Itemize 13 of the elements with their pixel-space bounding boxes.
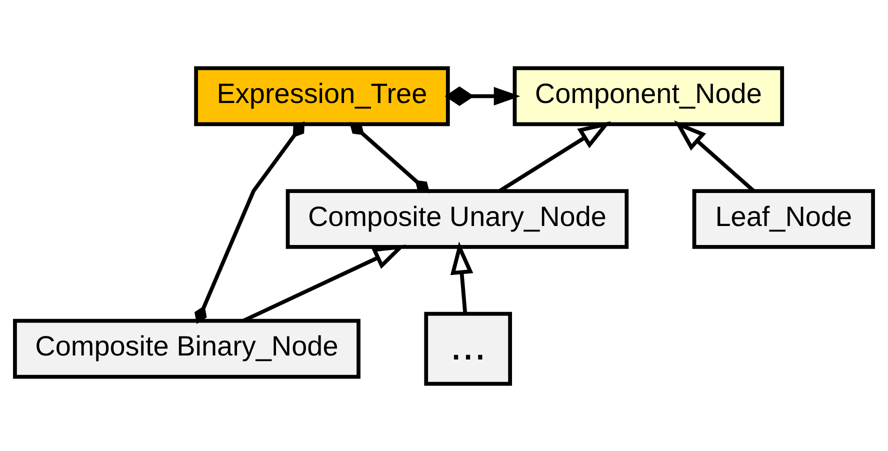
arrow bbox=[444, 86, 520, 106]
arrow bbox=[450, 241, 474, 314]
node-box: Composite Unary_Node bbox=[286, 188, 629, 248]
node-box: Leaf_Node bbox=[692, 188, 875, 248]
connector bbox=[349, 122, 430, 193]
arrow bbox=[674, 120, 756, 192]
node-box: ... bbox=[424, 311, 512, 386]
node-box: Composite Binary_Node bbox=[13, 318, 360, 378]
connector bbox=[194, 120, 305, 324]
node-box: Expression_Tree bbox=[194, 66, 450, 126]
arrow bbox=[498, 120, 611, 192]
arrow bbox=[242, 244, 406, 322]
node-box: Component_Node bbox=[512, 66, 784, 126]
